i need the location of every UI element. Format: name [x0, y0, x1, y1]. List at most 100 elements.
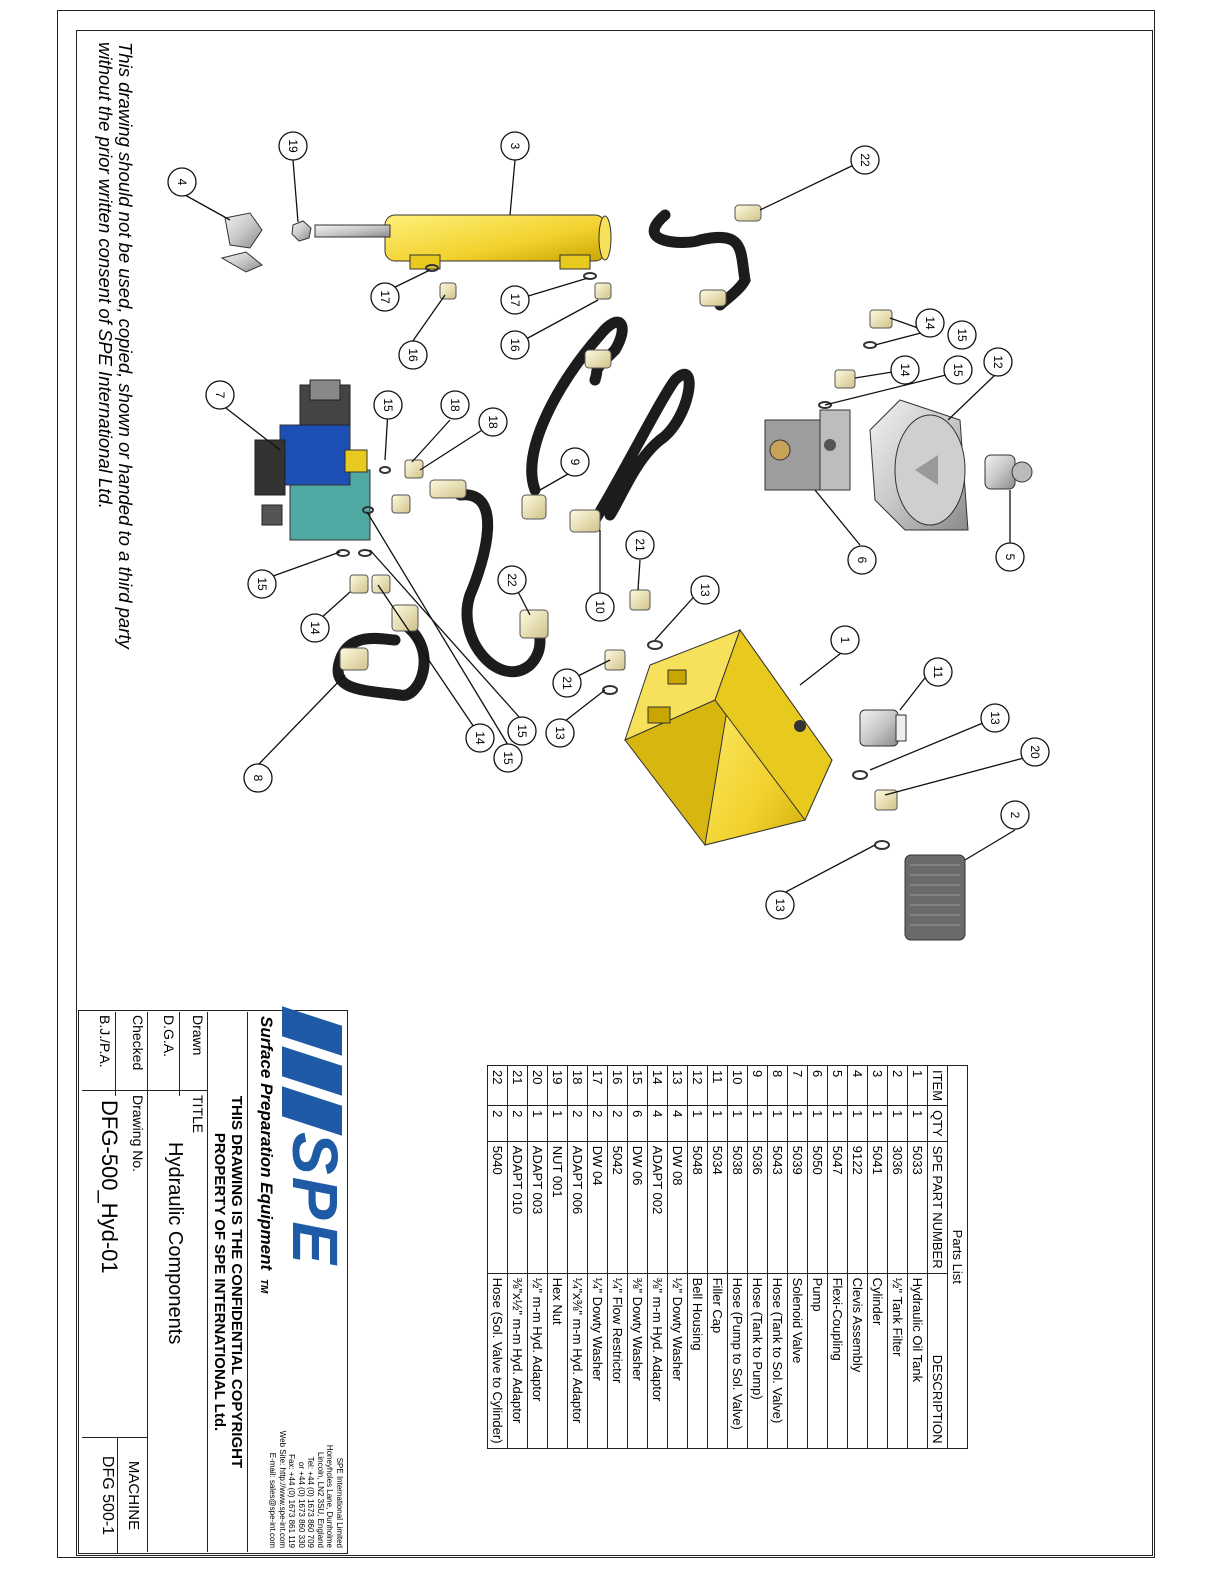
address-line: Web Site: http://www.spe-int.com	[278, 1430, 287, 1548]
machine-cell: MACHINE DFG 500-1	[82, 1437, 148, 1553]
quantity: 1	[747, 1105, 768, 1142]
title-block-content: SPE Surface Preparation Equipment TM SPE…	[80, 1006, 351, 1553]
copyright-line-1: THIS DRAWING IS THE CONFIDENTIAL COPYRIG…	[228, 1095, 245, 1469]
parts-list-title: Parts List	[947, 1065, 968, 1449]
quantity: 1	[847, 1105, 868, 1142]
balloon-12: 12	[991, 355, 1005, 369]
balloon-3: 3	[508, 143, 522, 150]
checked-label: Checked	[130, 1015, 146, 1071]
fitting	[584, 349, 612, 369]
balloon-16: 16	[406, 348, 420, 362]
drawing-no-label: Drawing No.	[130, 1095, 146, 1173]
parts-list-header: ITEM QTY SPE PART NUMBER DESCRIPTION	[927, 1065, 948, 1449]
address-line: SPE International Limited	[335, 1457, 344, 1548]
spe-part-number: 5036	[747, 1141, 768, 1274]
description: ½" Dowty Washer	[667, 1273, 688, 1449]
machine-value: DFG 500-1	[99, 1455, 116, 1536]
col-qty: QTY	[927, 1105, 948, 1142]
balloon-9: 9	[568, 459, 582, 466]
spe-part-number: ADAPT 003	[527, 1141, 548, 1274]
spe-part-number: 5048	[687, 1141, 708, 1274]
item-number: 4	[847, 1065, 868, 1106]
balloon-10: 10	[593, 600, 607, 614]
checked-drawing-row: Checked B.J./P.A. Drawing No. DFG-500_Hy…	[82, 1012, 148, 1553]
quantity: 1	[527, 1105, 548, 1142]
item-number: 1	[907, 1065, 928, 1106]
fitting	[519, 609, 549, 639]
filler-cap	[859, 709, 907, 747]
balloon-18: 18	[448, 398, 462, 412]
spe-part-number: 5043	[767, 1141, 788, 1274]
checked-cell: Checked B.J./P.A.	[82, 1012, 148, 1096]
quantity: 6	[627, 1105, 648, 1142]
quantity: 1	[787, 1105, 808, 1142]
drawn-cell: Drawn D.G.A.	[148, 1012, 208, 1096]
flexi-coupling	[984, 454, 1033, 490]
hose-22-upper	[648, 209, 751, 311]
title-label: TITLE	[190, 1095, 206, 1134]
item-number: 3	[867, 1065, 888, 1106]
copyright-line-2: PROPERTY OF SPE INTERNATIONAL Ltd.	[211, 1132, 228, 1432]
balloon-13: 13	[698, 583, 712, 597]
spe-part-number: ADAPT 002	[647, 1141, 668, 1274]
solenoid-valve	[254, 379, 371, 541]
description: ⅜" m-m Hyd. Adaptor	[647, 1273, 668, 1449]
quantity: 1	[827, 1105, 848, 1142]
quantity: 1	[867, 1105, 888, 1142]
pump	[764, 409, 851, 491]
tank-filter	[904, 854, 966, 941]
description: Hex Nut	[547, 1273, 568, 1449]
quantity: 1	[727, 1105, 748, 1142]
company-tagline: Surface Preparation Equipment TM	[256, 1016, 276, 1293]
parts-list: Parts List ITEM QTY SPE PART NUMBER DESC…	[487, 1065, 968, 1449]
balloon-14: 14	[308, 621, 322, 635]
spe-part-number: 5047	[827, 1141, 848, 1274]
drawing-title: Hydraulic Components	[164, 1142, 186, 1345]
balloon-15: 15	[951, 363, 965, 377]
spe-logo: SPE	[279, 1132, 351, 1267]
drawn-label: Drawn	[190, 1015, 206, 1056]
item-number: 18	[567, 1065, 588, 1106]
address-line: or +44 (0) 1673 860 330	[297, 1461, 306, 1548]
quantity: 1	[807, 1105, 828, 1142]
description: Hose (Tank to Pump)	[747, 1273, 768, 1449]
hydraulic-cylinder	[314, 214, 612, 270]
hydraulic-oil-tank	[624, 628, 833, 846]
description: Hydraulic Oil Tank	[907, 1273, 928, 1449]
balloon-7: 7	[213, 392, 227, 399]
balloon-20: 20	[1028, 745, 1042, 759]
col-description: DESCRIPTION	[927, 1273, 948, 1449]
item-number: 13	[667, 1065, 688, 1106]
balloon-13: 13	[988, 711, 1002, 725]
hose-22-lower	[454, 489, 546, 678]
balloon-21: 21	[633, 538, 647, 552]
balloon-5: 5	[1003, 554, 1017, 561]
hose-fittings	[339, 204, 762, 671]
spe-part-number: 5038	[727, 1141, 748, 1274]
title-block	[78, 1010, 348, 1554]
item-number: 15	[627, 1065, 648, 1106]
balloon-13: 13	[553, 726, 567, 740]
description: Clevis Assembly	[847, 1273, 868, 1449]
quantity: 1	[687, 1105, 708, 1142]
description: ½" m-m Hyd. Adaptor	[527, 1273, 548, 1449]
spe-part-number: 5050	[807, 1141, 828, 1274]
address-line: Honeyholes Lane, Dunholme	[325, 1444, 335, 1548]
balloon-15: 15	[955, 328, 969, 342]
spe-part-number: 3036	[887, 1141, 908, 1274]
balloon-21: 21	[560, 676, 574, 690]
fitting	[521, 494, 547, 520]
balloon-17: 17	[508, 293, 522, 307]
